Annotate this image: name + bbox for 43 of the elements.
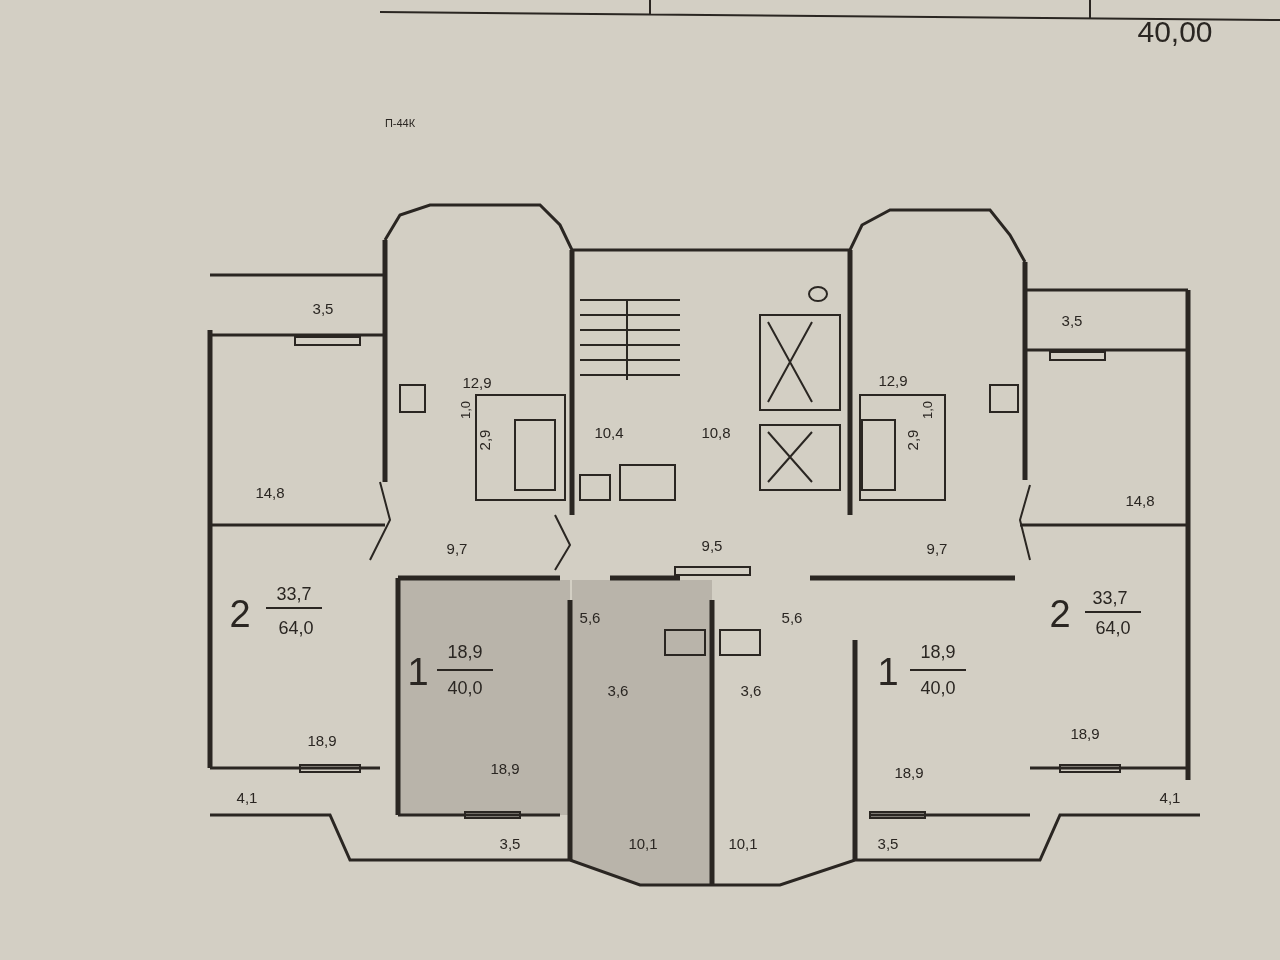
room-area-label: 1,0 bbox=[920, 400, 934, 420]
room-area-label: 12,9 bbox=[462, 374, 492, 390]
room-area-label: 18,9 bbox=[1070, 725, 1100, 741]
room-area-label: 10,1 bbox=[628, 835, 658, 851]
room-area-label: 14,8 bbox=[1125, 492, 1155, 508]
room-area-label: 40,00 bbox=[1137, 17, 1213, 47]
room-area-label: 5,6 bbox=[781, 609, 803, 625]
room-area-label: 3,5 bbox=[312, 300, 334, 316]
room-area-label: 3,5 bbox=[877, 835, 899, 851]
room-area-label: 18,9 bbox=[447, 643, 483, 661]
room-area-label: 18,9 bbox=[894, 764, 924, 780]
room-area-label: 10,8 bbox=[701, 424, 731, 440]
room-area-label: 10,1 bbox=[728, 835, 758, 851]
room-area-label: 3,5 bbox=[1061, 312, 1083, 328]
room-area-label: 2,9 bbox=[476, 429, 492, 451]
room-area-label: 18,9 bbox=[490, 760, 520, 776]
room-area-label: 40,0 bbox=[920, 679, 956, 697]
room-area-label: 9,5 bbox=[701, 537, 723, 553]
room-area-label: 1 bbox=[407, 653, 429, 691]
room-area-label: 2,9 bbox=[904, 429, 920, 451]
room-area-label: 2 bbox=[229, 595, 251, 633]
room-area-label: 1 bbox=[877, 653, 899, 691]
room-area-label: 12,9 bbox=[878, 372, 908, 388]
room-area-label: 1,0 bbox=[458, 400, 472, 420]
room-area-label: 14,8 bbox=[255, 484, 285, 500]
room-area-label: 4,1 bbox=[236, 789, 258, 805]
room-area-label: 10,4 bbox=[594, 424, 624, 440]
room-area-label: 18,9 bbox=[920, 643, 956, 661]
room-area-label: 64,0 bbox=[1095, 619, 1131, 637]
room-area-label: 33,7 bbox=[1092, 589, 1128, 607]
room-area-label: 40,0 bbox=[447, 679, 483, 697]
room-area-label: 33,7 bbox=[276, 585, 312, 603]
room-area-label: 3,6 bbox=[740, 682, 762, 698]
room-area-label: 4,1 bbox=[1159, 789, 1181, 805]
room-area-label: 9,7 bbox=[446, 540, 468, 556]
room-area-label: 3,5 bbox=[499, 835, 521, 851]
room-area-label: 9,7 bbox=[926, 540, 948, 556]
room-area-label: 18,9 bbox=[307, 732, 337, 748]
room-area-label: 64,0 bbox=[278, 619, 314, 637]
room-area-label: 5,6 bbox=[579, 609, 601, 625]
room-area-label: 2 bbox=[1049, 595, 1071, 633]
room-area-label: П-44К bbox=[384, 117, 416, 129]
room-area-label: 3,6 bbox=[607, 682, 629, 698]
